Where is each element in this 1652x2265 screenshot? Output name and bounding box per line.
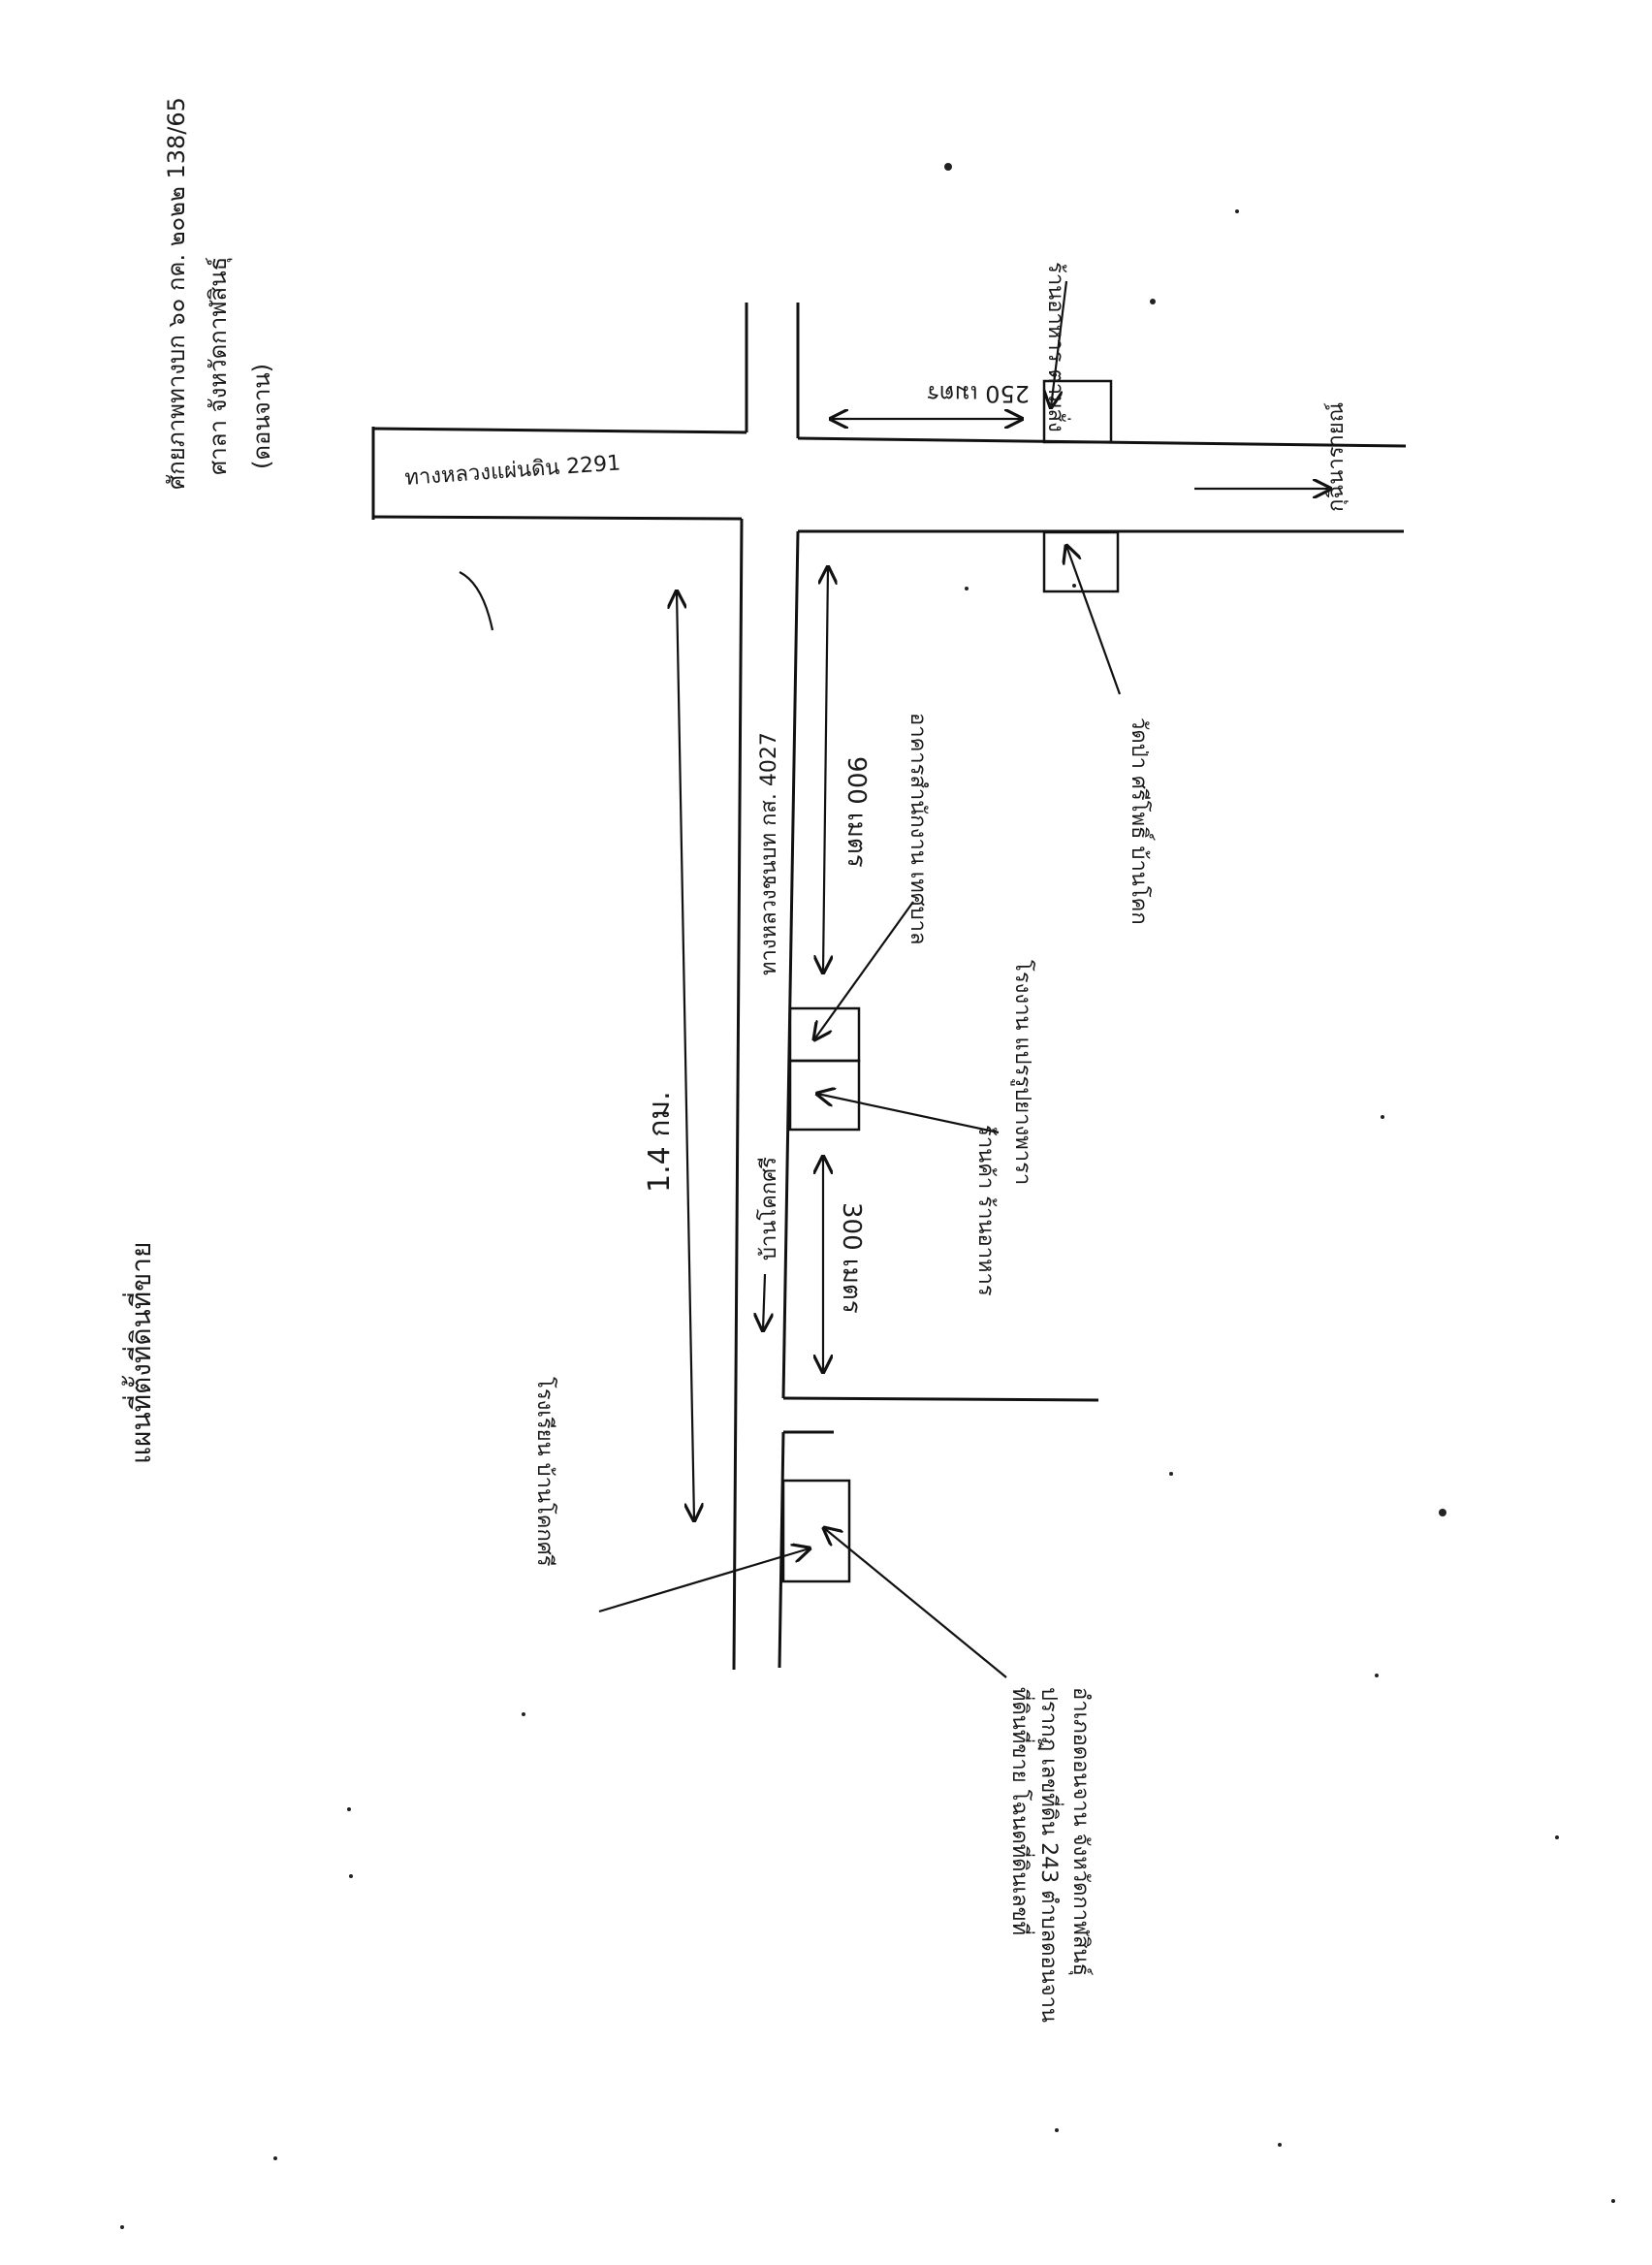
page-title: แผนที่ตั้งที่ดินที่ขาย: [121, 1242, 157, 1464]
distance-300-label: 300 เมตร: [837, 1202, 866, 1314]
pointer-clinic: [814, 901, 914, 1039]
distance-total-arrow: [677, 591, 694, 1520]
header-line2: ศาลา จังหวัดกาฬสินธุ์: [205, 257, 233, 475]
distance-900-arrow: [823, 567, 828, 973]
side-road: [782, 1396, 1099, 1434]
pointer-shop: [817, 1094, 1000, 1134]
box-clinic: [788, 1006, 861, 1063]
landmark-shop: ร้านค้า ร้านอาหาร: [973, 1125, 998, 1296]
box-property: [781, 1479, 851, 1583]
property-label-3: อำเภอดอนจาน จังหวัดกาฬสินธุ์: [1068, 1687, 1093, 1976]
direction-left-label: บ้านโคกศรี: [756, 1157, 781, 1260]
distance-total-label: 1.4 กม.: [643, 1091, 677, 1193]
pointer-school: [598, 1548, 810, 1613]
landmark-clinic: อาคารสำนักงาน เทศบาล: [905, 713, 930, 945]
curve-mark: [459, 571, 494, 631]
highway-2291-right: [797, 436, 1407, 533]
stub-road-north: [745, 303, 800, 438]
box-temple: [1042, 530, 1120, 593]
highway-2291: [372, 427, 747, 521]
box-marker-top: [1042, 379, 1113, 444]
pointer-temple: [1066, 546, 1122, 695]
header-line3: (ดอนจาน): [248, 364, 275, 469]
landmark-temple: วัดป่า ศรีโพธิ์ บ้านโคก: [1127, 718, 1155, 925]
pointer-property: [824, 1528, 1007, 1678]
pointer-marker: [1051, 280, 1068, 407]
highway-label: ทางหลวงแผ่นดิน 2291: [404, 451, 621, 491]
distance-250-label: 250 เมตร: [927, 380, 1030, 407]
landmark-school: โรงเรียน บ้านโคกศรี: [532, 1377, 557, 1567]
direction-right-label: กุฉินารายณ์: [1324, 402, 1349, 512]
property-label-1: ที่ดินที่ขาย โฉนดที่ดินเลขที่: [1007, 1687, 1035, 1935]
direction-left-arrow: [763, 1273, 765, 1330]
distance-900-label: 900 เมตร: [842, 756, 871, 868]
local-road-4027: [732, 518, 800, 1671]
property-label-2: ปรากฏ เลขที่ดิน 243 ตำบลดอนจาน: [1036, 1687, 1064, 2023]
landmark-factory: โรงงาน แปรรูปยางพารา: [1010, 960, 1035, 1185]
landmark-marker: ร้านอาหาร ตามสั่ง: [1043, 262, 1071, 432]
scan-specks: [120, 163, 1615, 2229]
header-line1: ศักยภาพทางบก ๖๐ กค. ๒๐๒๒ 138/65: [163, 97, 190, 490]
local-road-label: ทางหลวงชนบท กส. 4027: [757, 732, 781, 975]
box-shop: [788, 1059, 861, 1132]
